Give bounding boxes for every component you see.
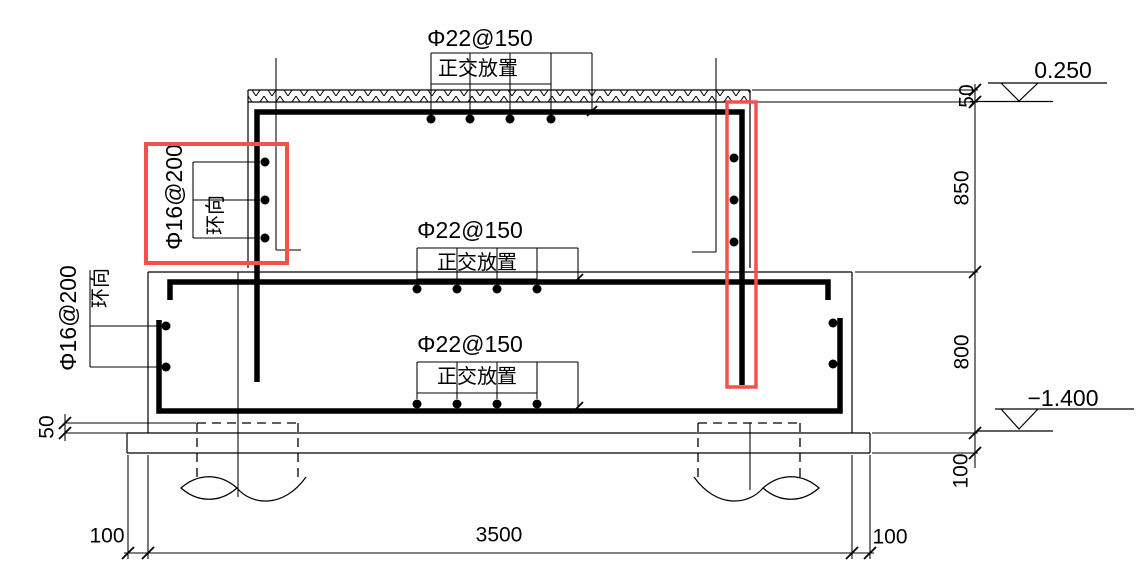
elevation-top: 0.250	[970, 57, 1107, 103]
label-base-rebar: Φ22@150 正交放置	[416, 331, 584, 413]
highlight-box-left	[144, 142, 289, 265]
annotation-hoop-lower-spec: Φ16@200	[55, 265, 81, 371]
dim-right-chain: 50 850 800 100	[752, 83, 982, 489]
blinding-layer-outline	[126, 432, 871, 454]
elevation-bottom: −1.400	[977, 385, 1134, 432]
label-base-note: 正交放置	[437, 365, 517, 388]
annotation-hoop-upper-note: 环向	[204, 195, 227, 235]
label-base-spec: Φ22@150	[417, 331, 523, 357]
pile-right	[693, 422, 820, 502]
annotation-hoop-lower: Φ16@200 环向	[55, 265, 163, 371]
label-top-slab-spec: Φ22@150	[427, 25, 533, 51]
annotation-hoop-upper-spec: Φ16@200	[161, 144, 187, 250]
rebar-dots	[161, 114, 838, 409]
dim-pile-embed: 50	[36, 414, 196, 441]
elevation-bottom-value: −1.400	[1028, 385, 1099, 411]
annotation-hoop-lower-note: 环向	[89, 268, 112, 308]
label-ledge-rebar: Φ22@150 正交放置	[416, 217, 584, 285]
rebar-lower-bottom	[156, 318, 843, 414]
pile-left	[180, 422, 307, 502]
dim-100-bottom-left: 100	[89, 525, 124, 548]
dim-50-embed: 50	[36, 415, 59, 438]
annotation-hoop-upper: Φ16@200 环向	[161, 144, 260, 250]
dim-850: 850	[951, 170, 974, 205]
highlight-box-right	[725, 100, 758, 389]
label-top-slab-rebar: Φ22@150 正交放置	[427, 25, 598, 117]
dim-100-bottom-right: 100	[872, 526, 907, 549]
rebar-upper-box	[254, 109, 745, 385]
lower-tier-outline	[147, 271, 853, 433]
top-slab-hatch	[248, 89, 750, 103]
label-top-slab-note: 正交放置	[438, 57, 518, 80]
dim-50-top: 50	[956, 84, 979, 107]
dim-3500: 3500	[476, 524, 523, 547]
dim-800: 800	[951, 334, 974, 369]
label-ledge-spec: Φ22@150	[417, 217, 523, 243]
dim-100-right-side: 100	[950, 453, 973, 488]
rebar-lower-top	[167, 279, 831, 300]
label-ledge-note: 正交放置	[437, 251, 517, 274]
elevation-top-value: 0.250	[1034, 57, 1092, 83]
construction-lines	[237, 58, 751, 497]
dim-bottom-chain: 100 3500 100	[89, 455, 908, 560]
